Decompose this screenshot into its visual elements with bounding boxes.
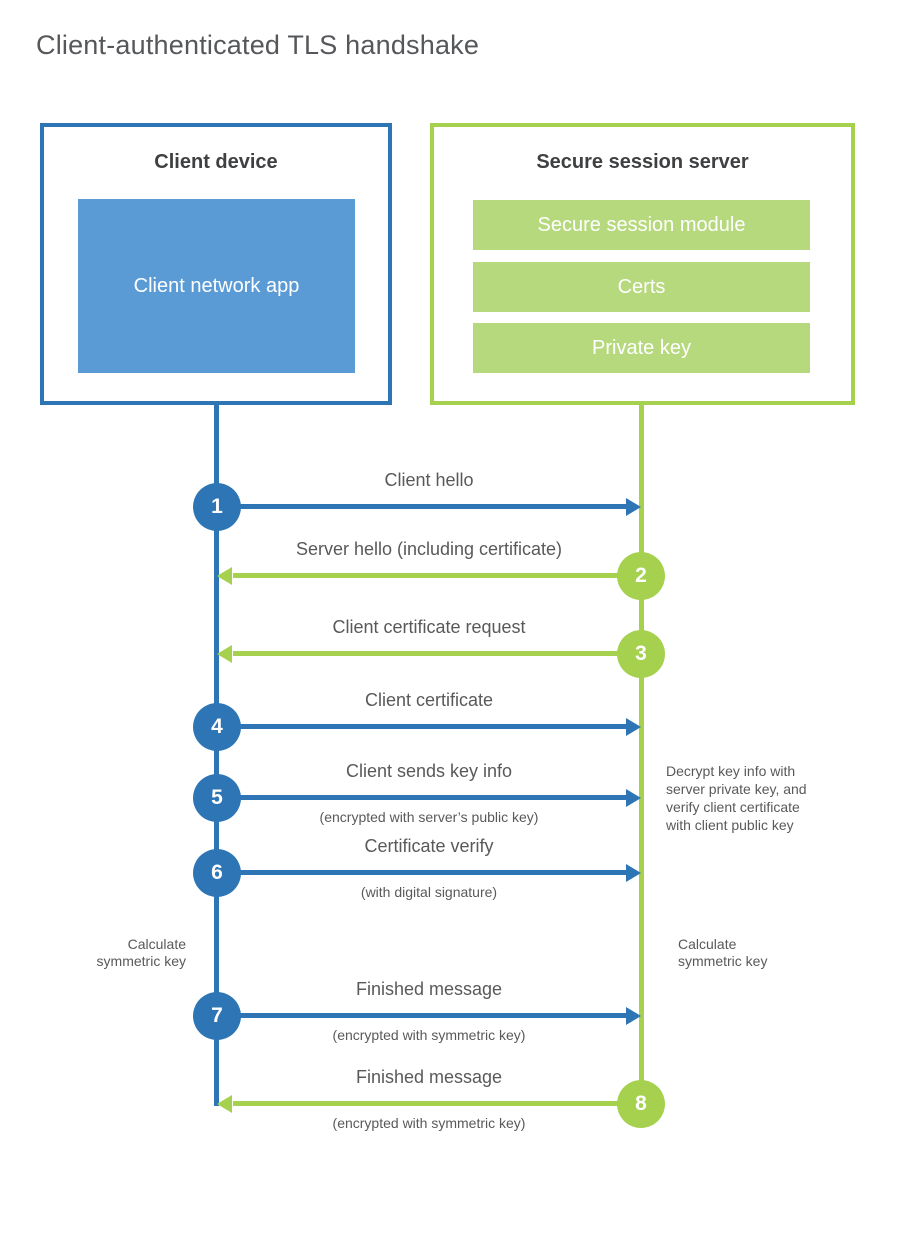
arrow-shaft [233, 1101, 641, 1106]
client-calc-symmetric-key-note: Calculate symmetric key [46, 936, 186, 970]
server-lifeline [639, 405, 644, 1105]
arrow-shaft [217, 1013, 629, 1018]
arrowhead-right-icon [626, 1007, 641, 1025]
step-number-badge: 2 [617, 552, 665, 600]
arrow-shaft [217, 724, 629, 729]
note-line: server private key, and [666, 781, 807, 797]
note-line: with client public key [666, 817, 794, 833]
arrowhead-left-icon [217, 567, 232, 585]
step-number-badge: 5 [193, 774, 241, 822]
server-title: Secure session server [536, 151, 749, 173]
message-sublabel: (encrypted with server’s public key) [319, 809, 539, 825]
arrow-shaft [233, 651, 641, 656]
client-network-app-label: Client network app [133, 275, 300, 297]
arrow-shaft [217, 870, 629, 875]
message-label: Server hello (including certificate) [295, 539, 563, 559]
calc-line: symmetric key [678, 953, 768, 969]
message-sublabel: (encrypted with symmetric key) [332, 1115, 526, 1131]
server-module-secure-session: Secure session module [473, 200, 810, 250]
message-label: Client certificate [364, 690, 494, 710]
arrowhead-right-icon [626, 864, 641, 882]
client-device-title: Client device [154, 151, 278, 173]
page-title: Client-authenticated TLS handshake [36, 30, 480, 60]
calc-line: Calculate [127, 936, 186, 952]
calc-line: Calculate [678, 936, 737, 952]
arrow-shaft [233, 573, 641, 578]
step-number-badge: 7 [193, 992, 241, 1040]
message-label: Client hello [384, 470, 474, 490]
message-sublabel: (encrypted with symmetric key) [332, 1027, 526, 1043]
client-device-box: Client device Client network app [40, 123, 392, 405]
secure-session-server-box: Secure session server Secure session mod… [430, 123, 855, 405]
message-sublabel: (with digital signature) [360, 884, 498, 900]
client-lifeline [214, 405, 219, 1106]
arrowhead-right-icon [626, 789, 641, 807]
server-calc-symmetric-key-note: Calculate symmetric key [678, 936, 818, 970]
arrowhead-left-icon [217, 1095, 232, 1113]
server-decrypt-note: Decrypt key info with server private key… [666, 762, 838, 834]
message-label: Certificate verify [364, 836, 494, 856]
message-label: Finished message [355, 979, 503, 999]
step-number-badge: 6 [193, 849, 241, 897]
arrowhead-left-icon [217, 645, 232, 663]
arrowhead-right-icon [626, 498, 641, 516]
message-label: Client sends key info [345, 761, 513, 781]
step-number-badge: 1 [193, 483, 241, 531]
client-network-app-box: Client network app [78, 199, 355, 373]
message-label: Client certificate request [332, 617, 526, 637]
arrow-shaft [217, 795, 629, 800]
message-label: Finished message [355, 1067, 503, 1087]
note-line: Decrypt key info with [666, 763, 796, 779]
server-module-private-key: Private key [473, 323, 810, 373]
arrow-shaft [217, 504, 629, 509]
step-number-badge: 4 [193, 703, 241, 751]
step-number-badge: 8 [617, 1080, 665, 1128]
calc-line: symmetric key [96, 953, 186, 969]
server-module-certs: Certs [473, 262, 810, 312]
step-number-badge: 3 [617, 630, 665, 678]
arrowhead-right-icon [626, 718, 641, 736]
note-line: verify client certificate [666, 799, 800, 815]
